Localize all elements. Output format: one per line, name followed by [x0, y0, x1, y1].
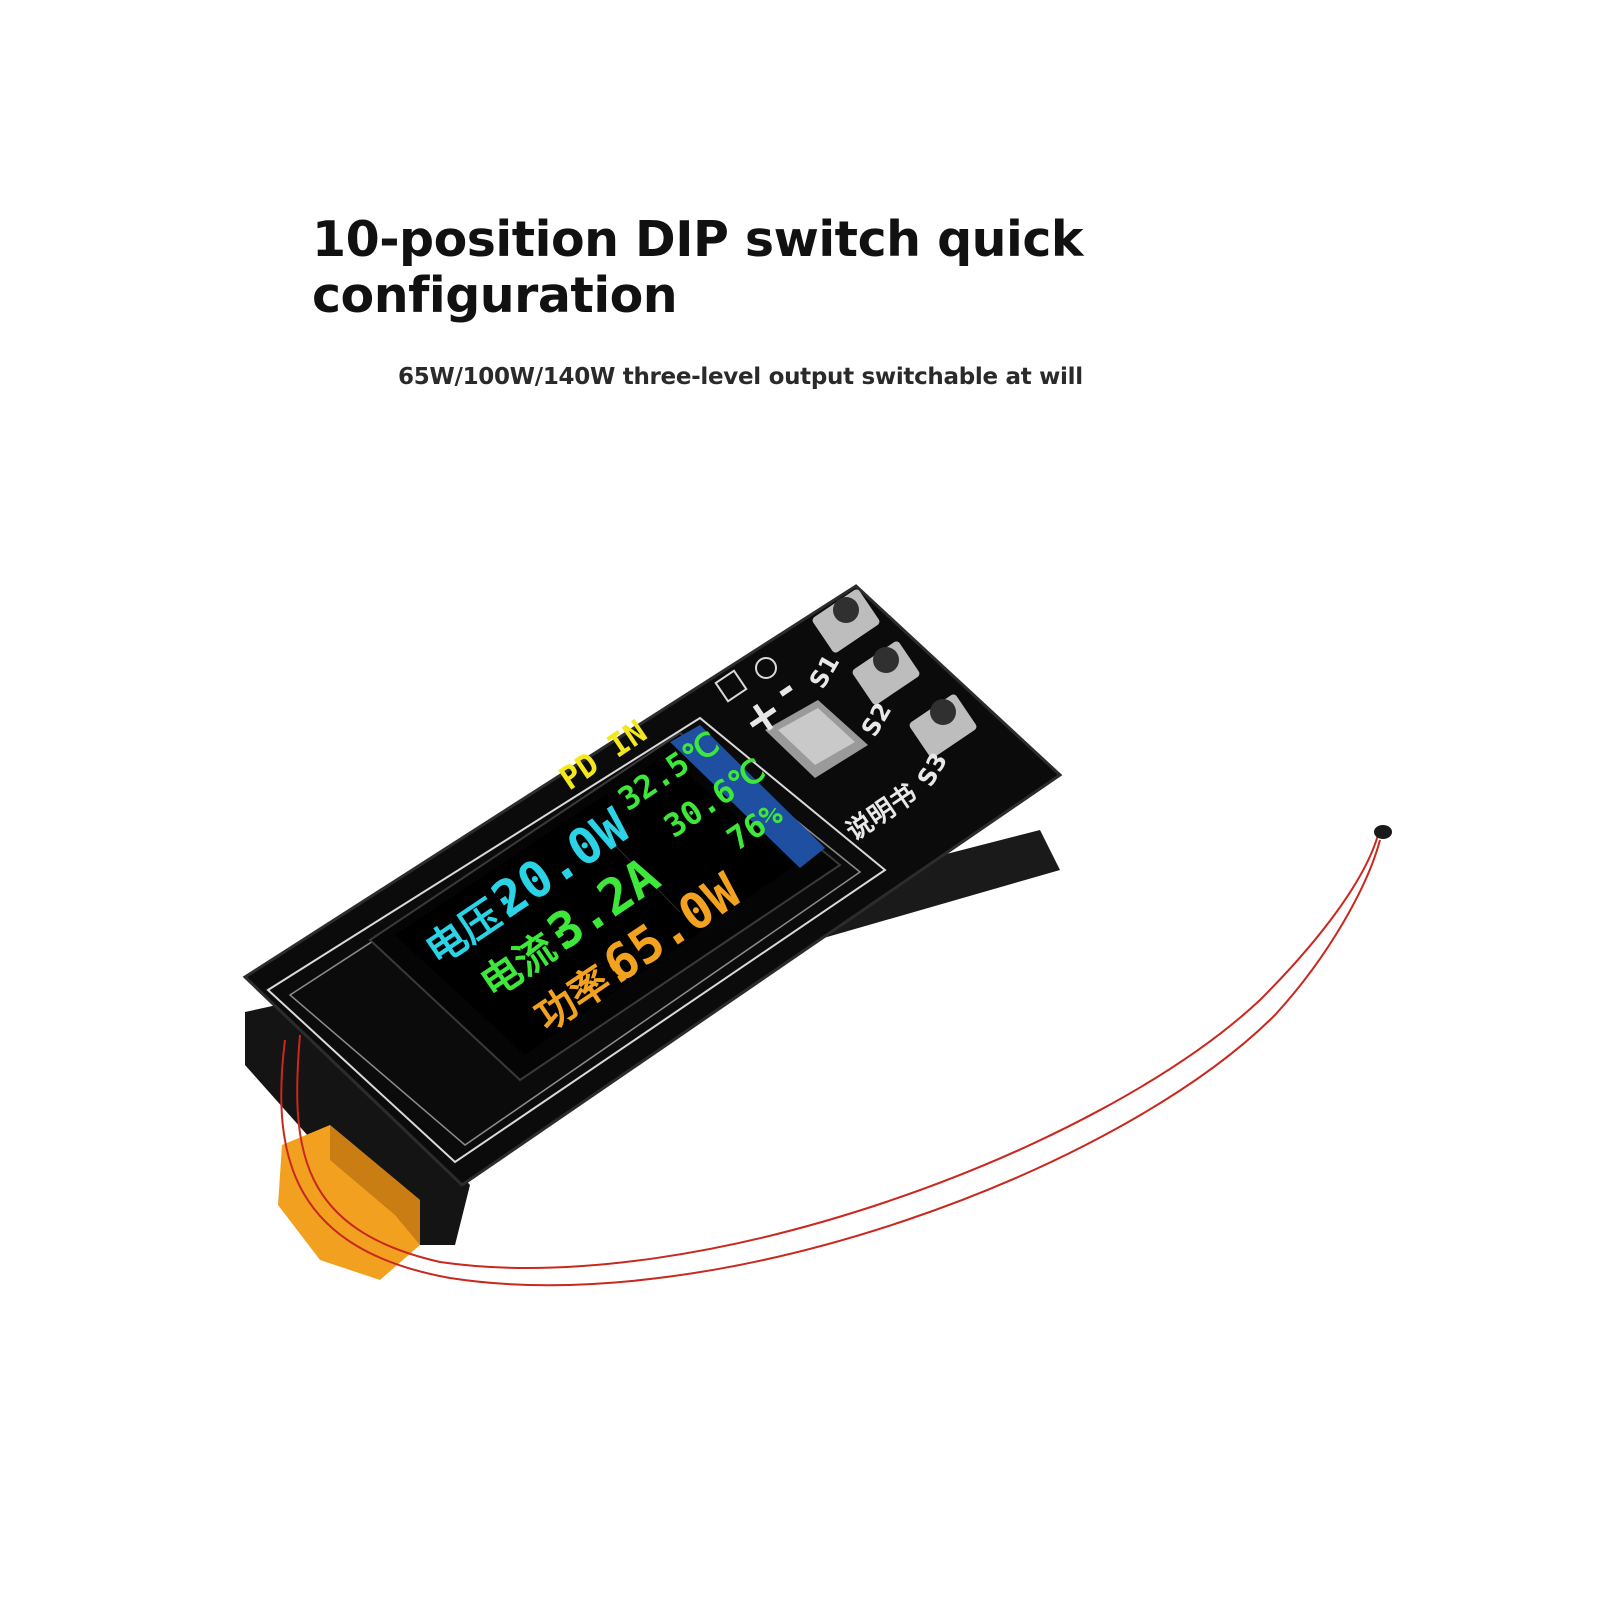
terminal-pad-square	[714, 669, 748, 703]
terminal-pad-round	[755, 657, 777, 679]
subheadline: 65W/100W/140W three-level output switcha…	[398, 364, 1083, 390]
foam-block	[245, 1000, 470, 1245]
headline: 10-position DIP switch quick configurati…	[312, 212, 1212, 324]
headline-line-1: 10-position DIP switch quick	[312, 211, 1083, 268]
thermistor-wire-2	[280, 839, 1381, 1287]
lcd-screen	[395, 755, 795, 1055]
qr-code-inner	[778, 708, 855, 765]
silkscreen-outline	[266, 716, 887, 1164]
thermistor-wire-1	[296, 834, 1379, 1269]
button-s1[interactable]	[811, 588, 881, 654]
headline-line-2: configuration	[312, 267, 678, 324]
button-s2[interactable]	[851, 640, 921, 706]
lcd-divider	[599, 829, 681, 913]
orange-connector	[278, 1125, 420, 1280]
thermistor-probe	[1374, 825, 1392, 839]
connector-shade	[330, 1125, 420, 1245]
button-s3[interactable]	[908, 693, 978, 759]
flex-ribbon	[670, 725, 825, 868]
